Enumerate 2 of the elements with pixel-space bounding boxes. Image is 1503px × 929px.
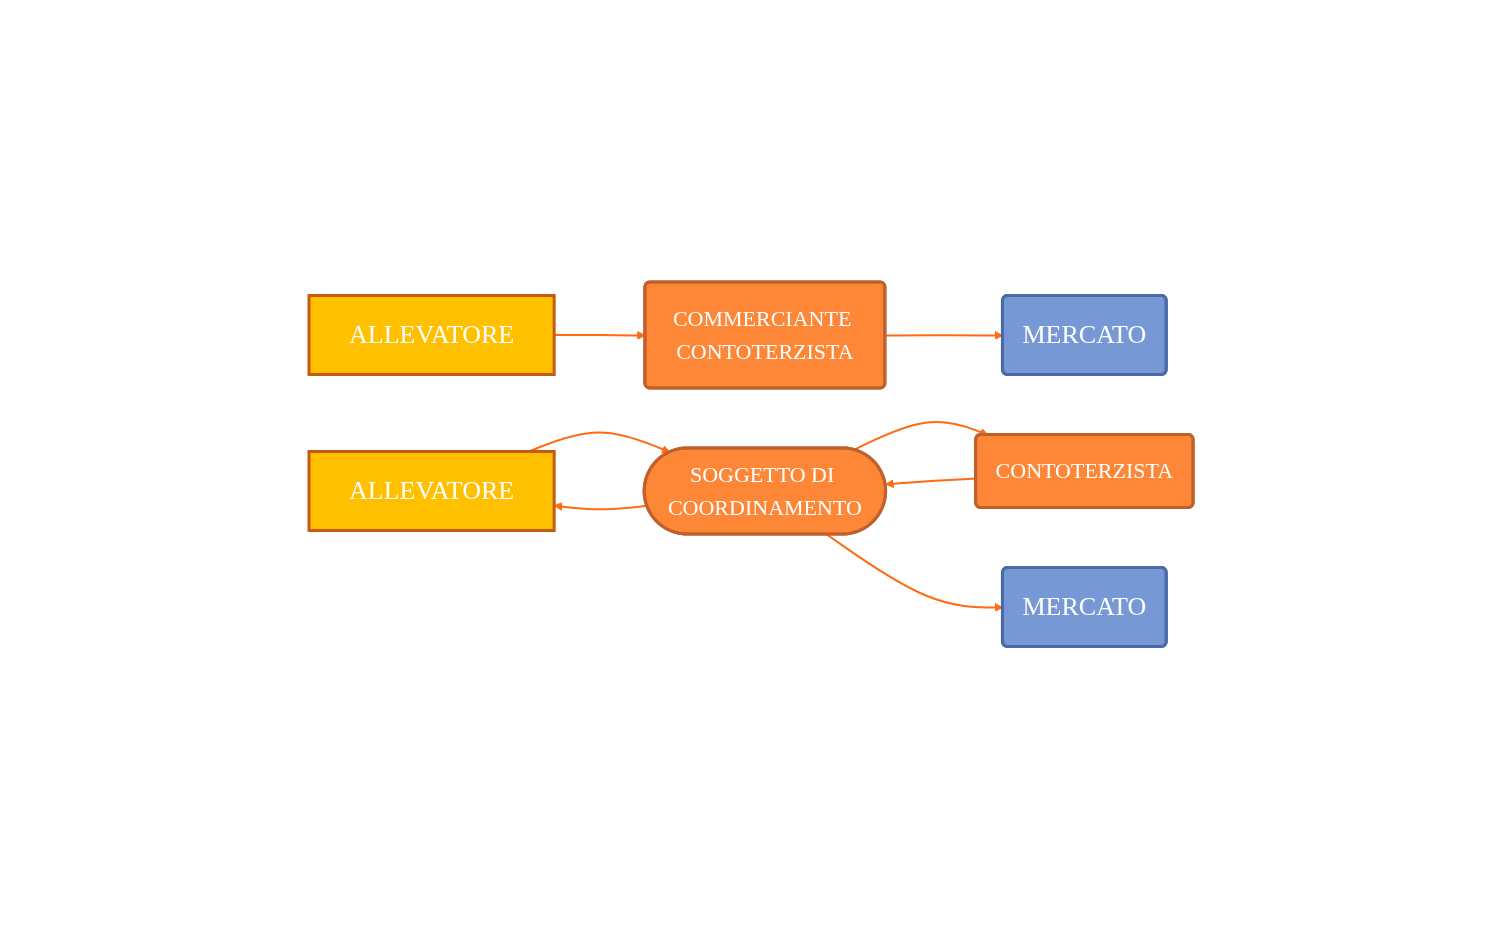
node-box: ALLEVATORE [307, 294, 557, 377]
node-box: ALLEVATORE [307, 450, 557, 533]
